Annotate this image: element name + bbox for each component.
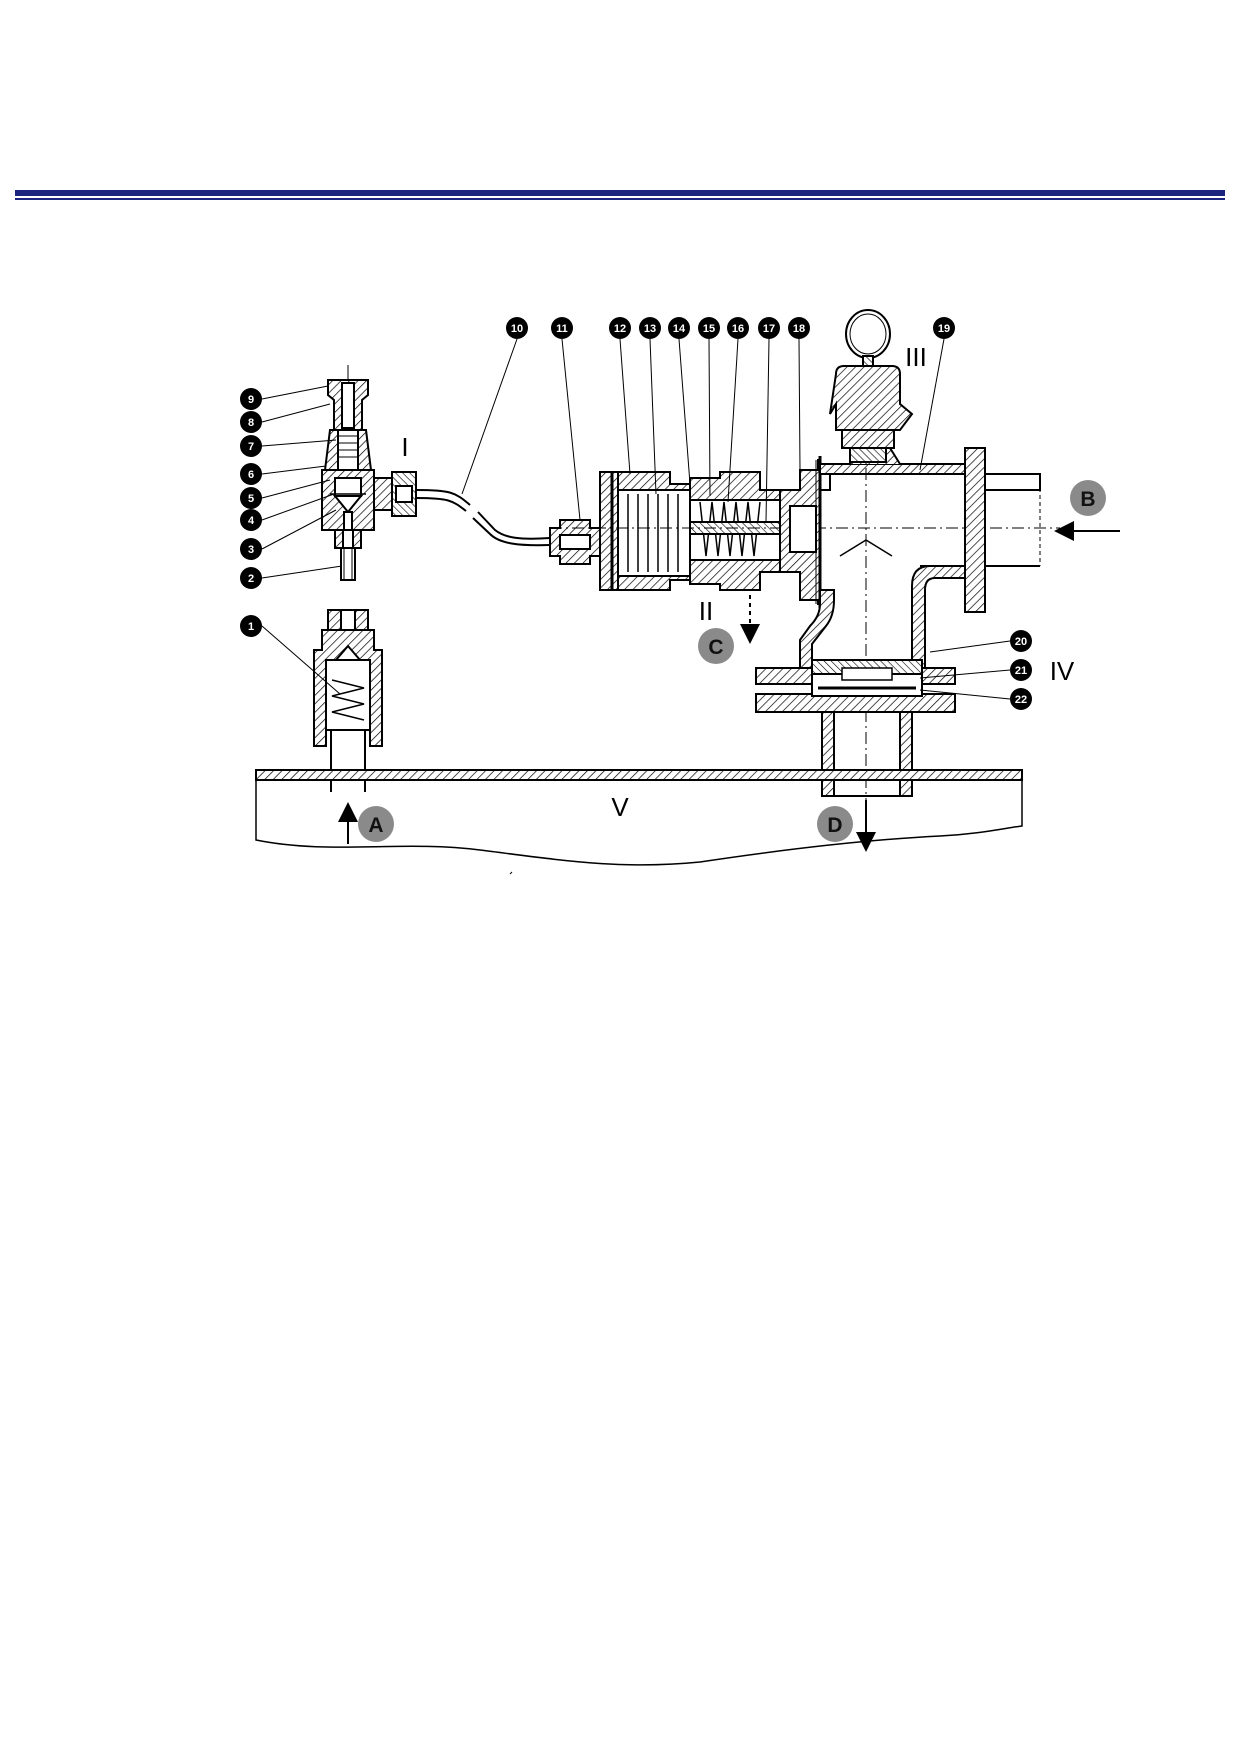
callout-number: 14	[673, 323, 686, 335]
callout-number: 15	[703, 323, 715, 335]
callout-15: 15	[698, 317, 720, 339]
callout-number: 12	[614, 323, 626, 335]
callout-number: 13	[644, 323, 656, 335]
port-a: A	[358, 806, 394, 842]
callout-9: 9	[240, 388, 262, 410]
callout-marker	[668, 317, 690, 339]
callout-number: 18	[793, 323, 805, 335]
callout-marker	[609, 317, 631, 339]
callout-17: 17	[758, 317, 780, 339]
callout-marker	[1010, 659, 1032, 681]
callout-number: 4	[248, 515, 255, 527]
callout-number: 20	[1015, 636, 1027, 648]
callout-marker	[698, 317, 720, 339]
leader-lines	[261, 338, 1011, 700]
callout-number: 19	[938, 323, 950, 335]
port-b-marker	[1070, 480, 1106, 516]
relief-valve-assembly	[313, 365, 417, 792]
capillary-tube	[415, 489, 551, 547]
section-label-ii: II	[699, 596, 713, 626]
callout-14: 14	[668, 317, 690, 339]
port-c: C	[698, 628, 734, 664]
callout-number: 22	[1015, 694, 1027, 706]
callout-19: 19	[933, 317, 955, 339]
callout-3: 3	[240, 538, 262, 560]
callout-6: 6	[240, 463, 262, 485]
callout-marker	[758, 317, 780, 339]
callout-marker	[506, 317, 528, 339]
port-c-label: C	[708, 636, 723, 659]
callout-marker	[240, 509, 262, 531]
fill-valve-cap	[829, 309, 914, 463]
callout-number: 1	[248, 621, 254, 633]
callout-number: 11	[556, 323, 568, 335]
section-label-iii: III	[905, 342, 927, 372]
callout-marker	[727, 317, 749, 339]
callout-number: 7	[248, 441, 254, 453]
callout-marker	[1010, 688, 1032, 710]
callout-2: 2	[240, 567, 262, 589]
port-a-label: A	[368, 814, 383, 837]
callout-marker	[639, 317, 661, 339]
callout-marker	[1010, 630, 1032, 652]
section-label-iv: IV	[1050, 656, 1075, 686]
callout-12: 12	[609, 317, 631, 339]
callout-marker	[240, 567, 262, 589]
callout-7: 7	[240, 435, 262, 457]
callout-11: 11	[551, 317, 573, 339]
callout-18: 18	[788, 317, 810, 339]
callout-marker	[240, 487, 262, 509]
callout-10: 10	[506, 317, 528, 339]
section-label-i: I	[401, 432, 408, 462]
callout-8: 8	[240, 411, 262, 433]
callout-number: 10	[511, 323, 523, 335]
callout-22: 22	[1010, 688, 1032, 710]
port-c-marker	[698, 628, 734, 664]
callout-number: 17	[763, 323, 775, 335]
port-d: D	[817, 806, 853, 842]
callout-number: 9	[248, 394, 254, 406]
callout-20: 20	[1010, 630, 1032, 652]
port-d-marker	[817, 806, 853, 842]
callout-number: 3	[248, 544, 254, 556]
flow-arrows	[338, 521, 1120, 852]
callout-marker	[240, 435, 262, 457]
callout-marker	[240, 615, 262, 637]
callout-number: 21	[1015, 665, 1027, 677]
callout-marker	[240, 463, 262, 485]
port-a-marker	[358, 806, 394, 842]
callout-number: 6	[248, 469, 254, 481]
callout-number: 5	[248, 493, 254, 505]
callout-1: 1	[240, 615, 262, 637]
port-b: B	[1070, 480, 1106, 516]
actuator-assembly	[549, 456, 1060, 608]
callout-16: 16	[727, 317, 749, 339]
callout-marker	[788, 317, 810, 339]
callout-number: 2	[248, 573, 254, 585]
callout-13: 13	[639, 317, 661, 339]
callout-marker	[240, 388, 262, 410]
tank-outline	[255, 769, 1023, 875]
header-rule-thin	[15, 198, 1225, 200]
port-d-label: D	[827, 814, 842, 837]
callout-marker	[551, 317, 573, 339]
callout-21: 21	[1010, 659, 1032, 681]
callout-5: 5	[240, 487, 262, 509]
callout-marker	[933, 317, 955, 339]
section-label-v: V	[611, 792, 629, 822]
callout-number: 8	[248, 417, 254, 429]
callout-number: 16	[732, 323, 744, 335]
callout-marker	[240, 411, 262, 433]
callout-4: 4	[240, 509, 262, 531]
header-rule	[15, 190, 1225, 196]
port-b-label: B	[1080, 488, 1095, 511]
callout-marker	[240, 538, 262, 560]
